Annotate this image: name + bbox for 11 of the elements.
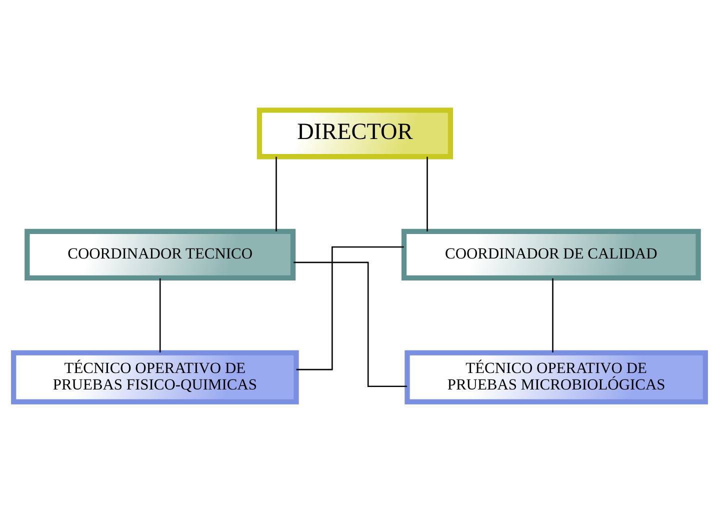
connector — [426, 156, 428, 232]
node-box: DIRECTOR — [256, 108, 454, 160]
connector — [294, 262, 408, 387]
connector — [276, 156, 277, 232]
node-box: TÉCNICO OPERATIVO DE PRUEBAS MICROBIOLÓGICAS — [404, 350, 708, 404]
connector — [159, 278, 161, 352]
node-box: COORDINADOR DE CALIDAD — [401, 228, 701, 281]
connector — [296, 246, 404, 370]
connector — [552, 278, 554, 352]
node-box: TÉCNICO OPERATIVO DE PRUEBAS FISICO-QUIMICAS — [11, 350, 299, 404]
node-box: COORDINADOR TECNICO — [24, 228, 296, 281]
